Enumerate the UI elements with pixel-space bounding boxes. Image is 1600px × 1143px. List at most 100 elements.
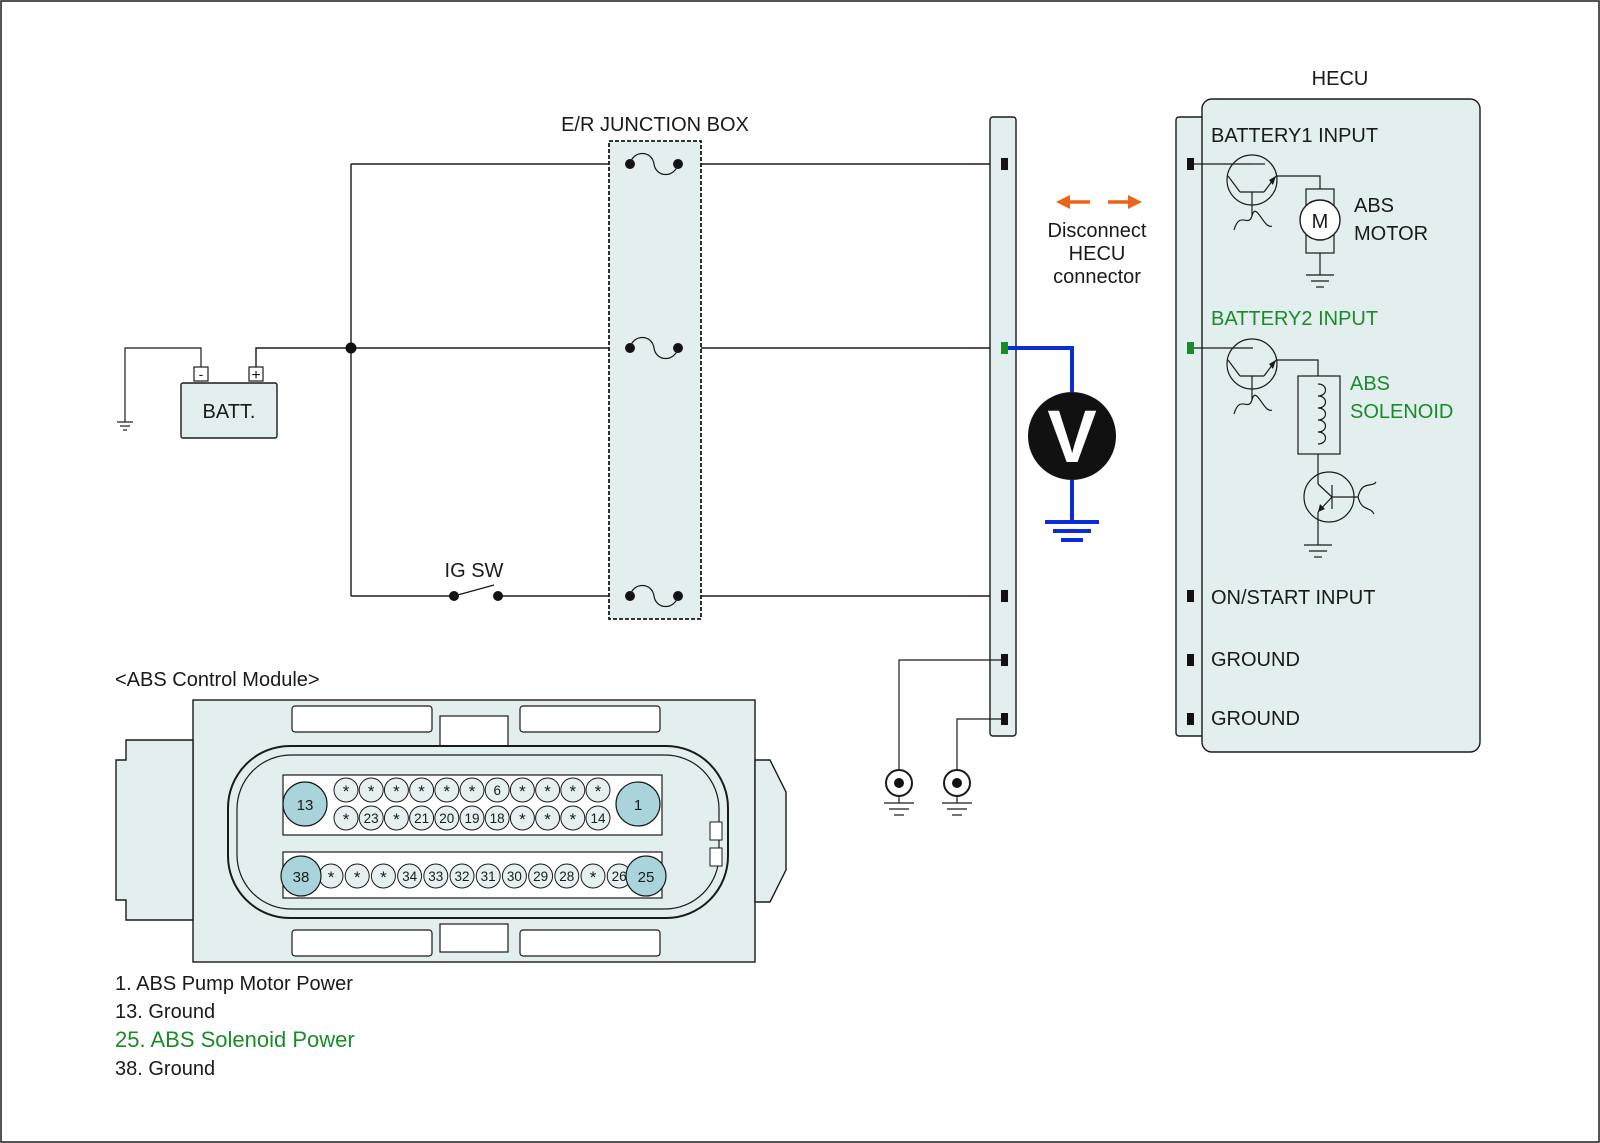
pin-label: * — [368, 782, 375, 801]
module-pin: 6 — [484, 777, 510, 803]
module-pin: 34 — [397, 863, 423, 889]
transistor-icon — [1303, 471, 1377, 558]
module-pin: * — [370, 863, 396, 889]
pin-label: * — [595, 782, 602, 801]
hecu-title: HECU — [1312, 68, 1369, 90]
module-pin: * — [509, 805, 535, 831]
module-pin: * — [509, 777, 535, 803]
battery-label: BATT. — [203, 401, 256, 423]
pin-label: 14 — [590, 811, 606, 826]
hecu-terminal-label: GROUND — [1211, 649, 1300, 671]
module-pin: * — [383, 805, 409, 831]
voltmeter-label: V — [1047, 395, 1096, 478]
module-pin: * — [383, 777, 409, 803]
pin-label: * — [519, 782, 526, 801]
module-pin: * — [318, 863, 344, 889]
module-pin: * — [459, 777, 485, 803]
pin-label: * — [590, 868, 597, 887]
main-wiring — [255, 163, 1002, 597]
harness-ground-wires — [898, 659, 1002, 770]
hecu-terminal-label: BATTERY2 INPUT — [1211, 308, 1378, 330]
module-pin: * — [560, 777, 586, 803]
pin-label: 33 — [428, 869, 443, 884]
motor-label-line-2: MOTOR — [1354, 223, 1428, 245]
battery-ground-icon — [117, 347, 202, 431]
module-pin-38: 38 — [280, 855, 322, 897]
ground-icon — [884, 769, 914, 816]
pin-label: * — [393, 782, 400, 801]
pin-label: * — [544, 810, 551, 829]
fuse-1 — [625, 152, 683, 176]
module-pin: 18 — [484, 805, 510, 831]
pin-label: 25 — [638, 869, 655, 886]
pin-label: * — [354, 868, 361, 887]
pin-label: * — [343, 782, 350, 801]
module-pin-25: 25 — [625, 855, 667, 897]
pin-label: 30 — [507, 869, 522, 884]
pin-label: 23 — [364, 811, 379, 826]
hecu-module: HECU BATTERY1 INPUT BATTERY2 INPUT ON/ST… — [1175, 68, 1481, 753]
pin-label: 18 — [490, 811, 505, 826]
hecu-terminal-label: GROUND — [1211, 708, 1300, 730]
pin-label: * — [380, 868, 387, 887]
pin-label: * — [418, 782, 425, 801]
module-pin: 23 — [358, 805, 384, 831]
pin-label: * — [544, 782, 551, 801]
solenoid-label-line-1: ABS — [1350, 373, 1390, 395]
module-title: <ABS Control Module> — [115, 669, 320, 691]
disconnect-arrows-icon — [1056, 195, 1142, 209]
pin-label: * — [519, 810, 526, 829]
battery-pos-label: + — [251, 367, 260, 384]
junction-box-title: E/R JUNCTION BOX — [561, 114, 749, 136]
harness-connector — [989, 116, 1017, 737]
pin-label: 13 — [297, 797, 314, 814]
hecu-terminal-label: ON/START INPUT — [1211, 587, 1375, 609]
disconnect-note-line-1: Disconnect — [1048, 220, 1147, 242]
ig-switch: IG SW — [445, 560, 504, 601]
pin-label: * — [569, 810, 576, 829]
module-pin: * — [409, 777, 435, 803]
pin-label: 32 — [454, 869, 469, 884]
module-pin-13: 13 — [282, 781, 328, 827]
module-pin: * — [333, 805, 359, 831]
module-pin: 20 — [434, 805, 460, 831]
module-pin: 30 — [501, 863, 527, 889]
pin-label: * — [393, 810, 400, 829]
battery: - + BATT. — [180, 366, 278, 439]
pin-label: 38 — [293, 869, 310, 886]
pin-label: 20 — [439, 811, 454, 826]
fuse-2 — [625, 336, 683, 360]
pin-label: 21 — [414, 811, 429, 826]
module-pin: 31 — [475, 863, 501, 889]
battery-neg-label: - — [199, 366, 204, 382]
module-pin: * — [535, 777, 561, 803]
pin-label: 28 — [559, 869, 574, 884]
fuse-3 — [625, 584, 683, 608]
module-pin-1: 1 — [615, 781, 661, 827]
ig-switch-label: IG SW — [445, 560, 504, 582]
abs-module-connector — [115, 699, 787, 963]
pin-label: 1 — [634, 797, 642, 814]
module-pin: 32 — [449, 863, 475, 889]
ground-icon — [942, 769, 972, 816]
module-pin: * — [333, 777, 359, 803]
module-pin: 21 — [409, 805, 435, 831]
solenoid-label-line-2: SOLENOID — [1350, 401, 1453, 423]
pin-label: 26 — [612, 869, 627, 884]
legend-item: 25. ABS Solenoid Power — [115, 1027, 355, 1052]
legend-item: 1. ABS Pump Motor Power — [115, 973, 353, 995]
legend-item: 13. Ground — [115, 1001, 215, 1023]
module-pin: 29 — [528, 863, 554, 889]
pin-label: 31 — [481, 869, 496, 884]
pin-label: * — [328, 868, 335, 887]
module-pin: 14 — [585, 805, 611, 831]
module-pin: * — [585, 777, 611, 803]
pin-label: 6 — [493, 783, 501, 798]
disconnect-note-line-3: connector — [1053, 266, 1141, 288]
module-pin: 28 — [554, 863, 580, 889]
module-pin: * — [358, 777, 384, 803]
module-pin: 33 — [423, 863, 449, 889]
junction-box: E/R JUNCTION BOX — [561, 114, 749, 620]
